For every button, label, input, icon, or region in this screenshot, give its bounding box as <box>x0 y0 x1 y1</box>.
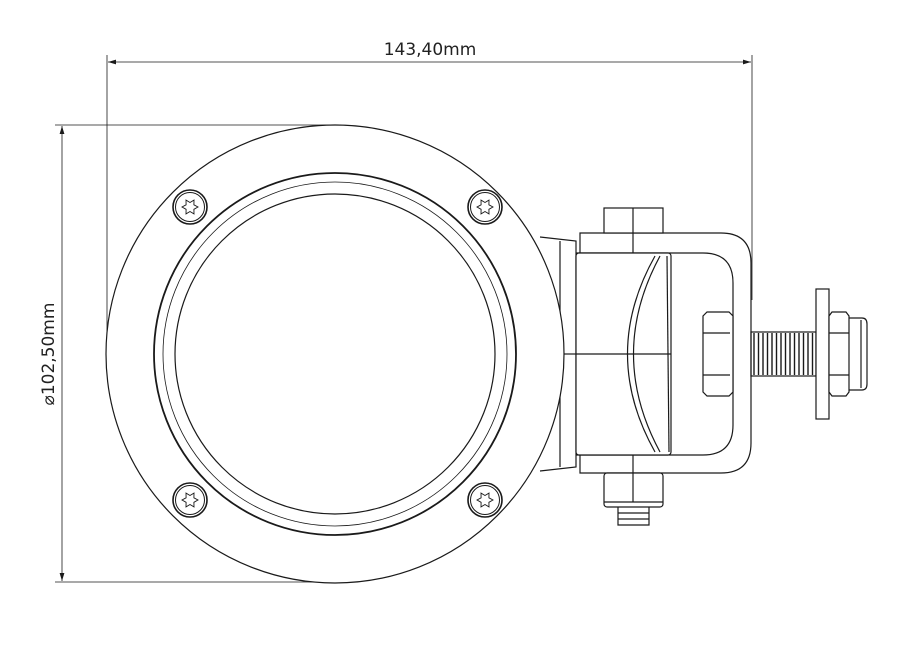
mounting-bracket <box>575 232 752 474</box>
torx-screw-icon <box>467 482 503 518</box>
washer <box>815 288 830 420</box>
lamp-body <box>105 124 565 584</box>
inner-nut <box>702 311 734 397</box>
width-dimension-label: 143,40mm <box>384 40 477 60</box>
threaded-bolt <box>750 331 817 377</box>
screw-icons <box>172 189 503 518</box>
torx-screw-icon <box>172 189 208 225</box>
top-nut <box>603 207 664 234</box>
torx-screw-icon <box>467 189 503 225</box>
width-dimension <box>106 55 753 354</box>
diameter-dimension-label: ⌀102,50mm <box>39 303 59 406</box>
bottom-nut <box>603 472 664 526</box>
torx-screw-icon <box>172 482 208 518</box>
diameter-dimension <box>55 124 335 583</box>
outer-nut <box>828 311 868 397</box>
